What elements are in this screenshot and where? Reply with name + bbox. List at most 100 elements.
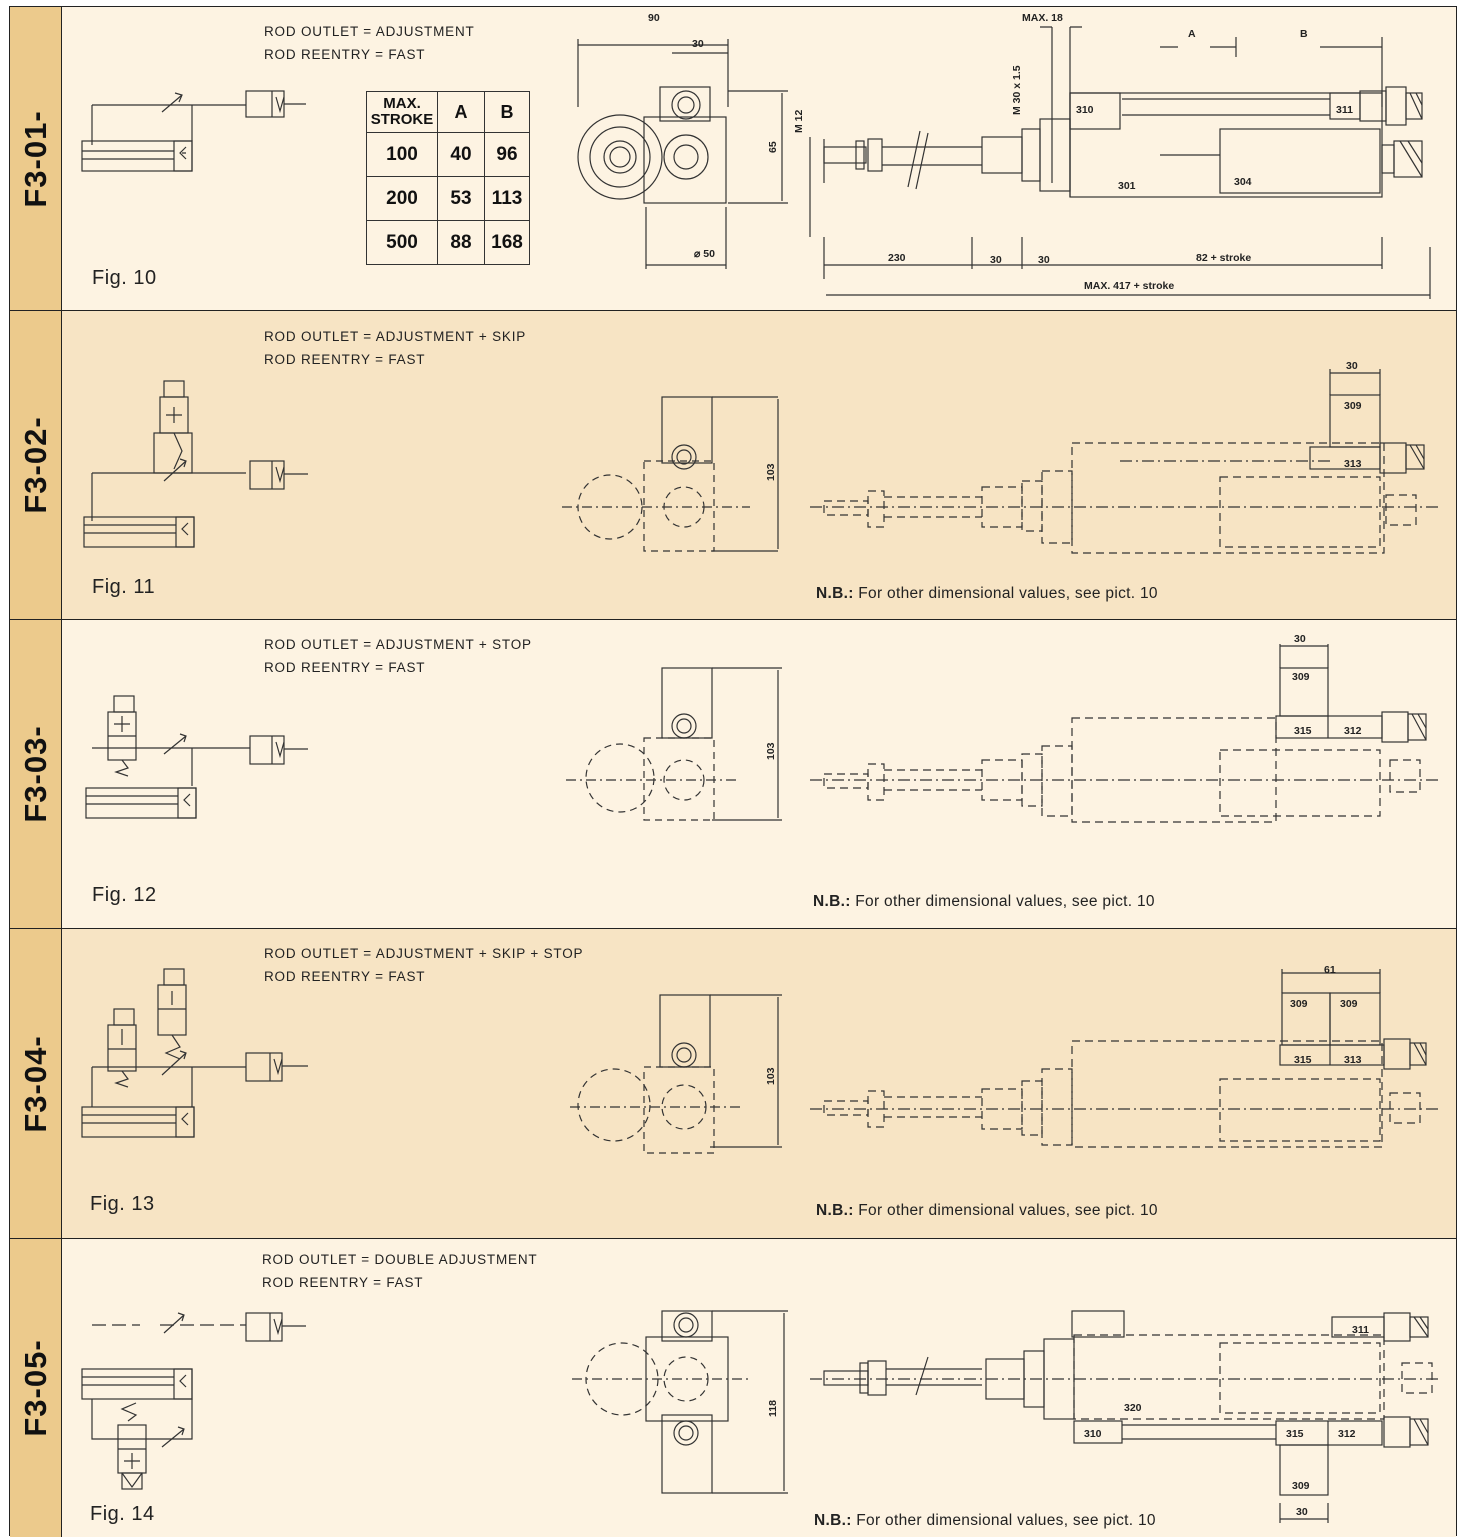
drawing-fig-13: 61 309 309 315 313 103 <box>81 964 1440 1154</box>
table-cell: 96 <box>484 132 530 177</box>
front-view <box>570 994 782 1154</box>
front-view <box>562 396 779 552</box>
rod-reentry-mode: ROD REENTRY = FAST <box>264 47 426 62</box>
dim-m30: M 30 x 1.5 <box>1011 65 1023 115</box>
drawing-fig-11: 30 309 313 103 <box>83 360 1440 554</box>
part-311: 311 <box>1352 1324 1369 1336</box>
row-f3-05: F3-05- ROD OUTLET = DOUBLE ADJUSTMENT RO… <box>10 1238 1456 1537</box>
nb-note: N.B.: For other dimensional values, see … <box>814 1512 1156 1529</box>
table-row: 200 53 113 <box>366 176 530 221</box>
dim-90: 90 <box>648 12 660 24</box>
dim-a: A <box>1188 28 1196 40</box>
part-315: 315 <box>1286 1428 1304 1440</box>
part-309: 309 <box>1292 1480 1310 1492</box>
side-view <box>810 969 1440 1148</box>
mode-description: ROD OUTLET = ADJUSTMENT + SKIP ROD REENT… <box>264 325 526 371</box>
rod-reentry-mode: ROD REENTRY = FAST <box>264 660 426 675</box>
dimension-labels: 311 320 310 315 312 309 30 118 <box>767 1324 1369 1518</box>
row-f3-03: F3-03- ROD OUTLET = ADJUSTMENT + STOP RO… <box>10 619 1456 928</box>
figure-label: Fig. 12 <box>92 884 157 906</box>
table-header-b: B <box>484 91 530 133</box>
dim-103: 103 <box>765 463 777 481</box>
mode-description: ROD OUTLET = ADJUSTMENT + SKIP + STOP RO… <box>264 942 583 988</box>
drawing-fig-12: 30 309 315 312 103 <box>85 633 1440 823</box>
table-row: 500 88 168 <box>366 220 530 265</box>
table-header-row: MAX. STROKE A B <box>366 91 530 133</box>
dimension-labels: 61 309 309 315 313 103 <box>765 964 1362 1085</box>
table-cell: 168 <box>484 220 530 265</box>
side-view <box>809 26 1431 299</box>
row-f3-01: F3-01- ROD OUTLET = ADJUSTMENT ROD REENT… <box>10 7 1456 310</box>
rod-reentry-mode: ROD REENTRY = FAST <box>264 969 426 984</box>
part-320: 320 <box>1124 1402 1142 1414</box>
front-view <box>572 1310 788 1494</box>
table-header-a: A <box>437 91 485 133</box>
front-view <box>577 39 788 269</box>
model-code-tab: F3-05- <box>10 1239 62 1537</box>
rod-reentry-mode: ROD REENTRY = FAST <box>262 1275 424 1290</box>
part-309-a: 309 <box>1290 998 1308 1010</box>
part-312: 312 <box>1338 1428 1356 1440</box>
part-313: 313 <box>1344 1054 1362 1066</box>
part-311: 311 <box>1336 104 1353 116</box>
row-f3-02: F3-02- ROD OUTLET = ADJUSTMENT + SKIP RO… <box>10 310 1456 619</box>
dim-30: 30 <box>1296 1506 1308 1518</box>
dim-dia-50: ⌀ 50 <box>694 248 715 260</box>
dim-230: 230 <box>888 252 906 264</box>
table-cell: 100 <box>366 132 438 177</box>
figure-label: Fig. 10 <box>92 267 157 289</box>
table-header-max-stroke: MAX. STROKE <box>366 91 438 133</box>
dim-103: 103 <box>765 742 777 760</box>
dim-30: 30 <box>692 38 704 50</box>
rod-outlet-mode: ROD OUTLET = DOUBLE ADJUSTMENT <box>262 1252 538 1267</box>
dim-103: 103 <box>765 1067 777 1085</box>
model-code-tab: F3-01- <box>10 7 62 310</box>
part-315: 315 <box>1294 725 1312 737</box>
dim-m12: M 12 <box>793 109 805 133</box>
rod-outlet-mode: ROD OUTLET = ADJUSTMENT + SKIP + STOP <box>264 946 584 961</box>
nb-note: N.B.: For other dimensional values, see … <box>816 1202 1158 1219</box>
part-309-b: 309 <box>1340 998 1358 1010</box>
dim-max-417: MAX. 417 + stroke <box>1084 280 1174 292</box>
dim-30: 30 <box>1294 633 1306 645</box>
mode-description: ROD OUTLET = ADJUSTMENT + STOP ROD REENT… <box>264 633 532 679</box>
dimension-labels: 30 309 315 312 103 <box>765 633 1362 760</box>
dimension-labels: 90 30 65 ⌀ 50 M 12 M 30 x 1.5 MAX. 18 A … <box>648 12 1353 292</box>
table-cell: 200 <box>366 176 438 221</box>
pneumatic-schematic <box>81 1312 306 1490</box>
part-310: 310 <box>1076 104 1094 116</box>
dim-b: B <box>1300 28 1308 40</box>
dim-82-stroke: 82 + stroke <box>1196 252 1251 264</box>
table-cell: 53 <box>437 176 485 221</box>
nb-note: N.B.: For other dimensional values, see … <box>816 585 1158 602</box>
part-313: 313 <box>1344 458 1362 470</box>
row-f3-04: F3-04- ROD OUTLET = ADJUSTMENT + SKIP + … <box>10 928 1456 1238</box>
model-code-tab: F3-04- <box>10 929 62 1238</box>
table-cell: 88 <box>437 220 485 265</box>
part-310: 310 <box>1084 1428 1102 1440</box>
figure-label: Fig. 14 <box>90 1503 155 1525</box>
nb-note: N.B.: For other dimensional values, see … <box>813 893 1155 910</box>
figure-label: Fig. 11 <box>92 576 156 598</box>
dim-30b: 30 <box>990 254 1002 266</box>
dim-61: 61 <box>1324 964 1336 976</box>
side-view <box>810 1310 1440 1523</box>
part-309: 309 <box>1292 671 1310 683</box>
dim-30c: 30 <box>1038 254 1050 266</box>
pneumatic-schematic <box>85 695 308 819</box>
pneumatic-schematic <box>81 90 306 172</box>
mode-description: ROD OUTLET = ADJUSTMENT ROD REENTRY = FA… <box>264 20 475 66</box>
part-304: 304 <box>1234 176 1252 188</box>
front-view <box>566 667 782 821</box>
drawing-fig-10: 90 30 65 ⌀ 50 M 12 M 30 x 1.5 MAX. 18 A … <box>81 12 1431 299</box>
side-view <box>810 369 1440 554</box>
model-code-tab: F3-02- <box>10 311 62 619</box>
pneumatic-schematic <box>81 968 308 1138</box>
part-315: 315 <box>1294 1054 1312 1066</box>
rod-reentry-mode: ROD REENTRY = FAST <box>264 352 426 367</box>
side-view <box>810 644 1440 823</box>
dimension-labels: 30 309 313 103 <box>765 360 1362 481</box>
figure-label: Fig. 13 <box>90 1193 155 1215</box>
rod-outlet-mode: ROD OUTLET = ADJUSTMENT + STOP <box>264 637 532 652</box>
catalog-sheet: F3-01- ROD OUTLET = ADJUSTMENT ROD REENT… <box>9 6 1457 1537</box>
